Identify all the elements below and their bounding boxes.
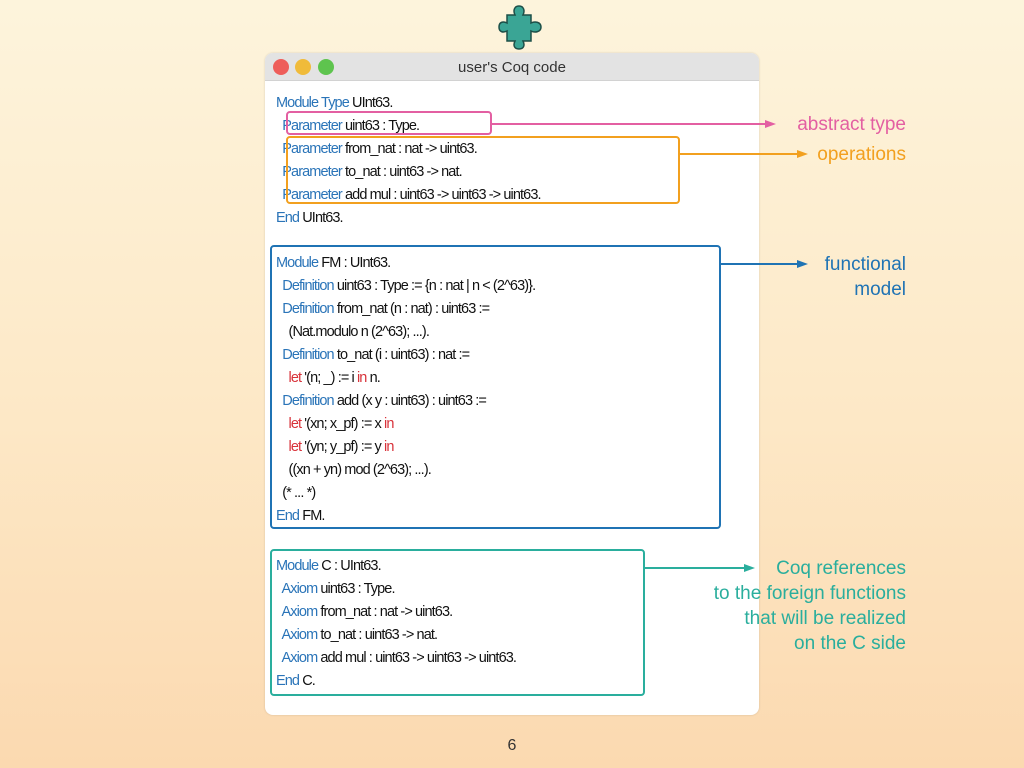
code-line: Definition add (x y : uint63) : uint63 :…	[276, 390, 535, 413]
code-text: n.	[366, 370, 381, 386]
code-keyword: Parameter	[282, 164, 342, 180]
window-close-icon[interactable]	[273, 59, 289, 75]
code-line: (* ... *)	[276, 482, 535, 505]
code-line: End C.	[276, 670, 516, 693]
code-text: (Nat.modulo n (2^63); ...).	[276, 324, 430, 340]
abstract-type-highlight	[286, 111, 492, 135]
code-keyword: in	[384, 439, 394, 455]
functional-model-label: functional model	[824, 254, 906, 300]
code-keyword: Axiom	[281, 604, 318, 620]
code-keyword: Type	[321, 95, 350, 111]
code-text: uint63 : Type := {n : nat | n < (2^63)}.	[333, 278, 536, 294]
code-text: add mul : uint63 -> uint63 -> uint63.	[317, 650, 517, 666]
code-window: user's Coq code	[265, 53, 759, 715]
module-type-uint63-code: Module Type UInt63. Parameter uint63 : T…	[276, 92, 542, 230]
code-text: to_nat (i : uint63) : nat :=	[333, 347, 470, 363]
code-text: (* ... *)	[276, 485, 316, 501]
window-minimize-icon[interactable]	[295, 59, 311, 75]
page-number: 6	[507, 737, 517, 754]
code-keyword: let	[288, 439, 302, 455]
operations-highlight	[286, 136, 680, 204]
code-line: Axiom add mul : uint63 -> uint63 -> uint…	[276, 647, 516, 670]
code-text: C.	[299, 673, 316, 689]
code-line: ((xn + yn) mod (2^63); ...).	[276, 459, 535, 482]
code-keyword: Axiom	[281, 627, 318, 643]
code-text: '(xn; x_pf) := x	[301, 416, 385, 432]
code-line: (Nat.modulo n (2^63); ...).	[276, 321, 535, 344]
code-line: let '(n; _) := i in n.	[276, 367, 535, 390]
coq-references-label: Coq references to the foreign functions …	[713, 558, 906, 654]
code-text: to_nat : uint63 -> nat.	[341, 164, 463, 180]
code-text: '(n; _) := i	[301, 370, 357, 386]
code-keyword: in	[356, 370, 367, 386]
code-line: Module C : UInt63.	[276, 555, 516, 578]
code-text: UInt63.	[299, 210, 343, 226]
code-line: Module FM : UInt63.	[276, 252, 535, 275]
code-text: uint63 : Type.	[341, 118, 420, 134]
code-line: Parameter to_nat : uint63 -> nat.	[276, 161, 541, 184]
code-line: Parameter from_nat : nat -> uint63.	[276, 138, 541, 161]
code-line: End FM.	[276, 505, 535, 528]
code-keyword: Definition	[282, 301, 334, 317]
functional-model-highlight	[270, 245, 721, 529]
window-title: user's Coq code	[458, 59, 566, 76]
code-text: ((xn + yn) mod (2^63); ...).	[276, 462, 432, 478]
code-text: '(yn; y_pf) := y	[301, 439, 385, 455]
abstract-type-arrowhead	[765, 120, 776, 128]
code-keyword: Module	[276, 255, 319, 271]
module-fm-code: Module FM : UInt63. Definition uint63 : …	[276, 252, 536, 528]
code-line: Axiom to_nat : uint63 -> nat.	[276, 624, 516, 647]
code-keyword: Axiom	[281, 581, 318, 597]
code-text: FM.	[299, 508, 325, 524]
code-keyword: let	[288, 370, 302, 386]
code-text: from_nat : nat -> uint63.	[317, 604, 453, 620]
code-line: let '(xn; x_pf) := x in	[276, 413, 535, 436]
code-text: from_nat : nat -> uint63.	[341, 141, 478, 157]
code-line: End UInt63.	[276, 207, 541, 230]
module-c-code: Module C : UInt63. Axiom uint63 : Type. …	[276, 555, 517, 693]
code-keyword: Parameter	[282, 141, 342, 157]
code-keyword: Definition	[282, 393, 334, 409]
code-text: uint63 : Type.	[317, 581, 395, 597]
code-keyword: let	[288, 416, 302, 432]
code-keyword: Definition	[282, 278, 334, 294]
code-keyword: in	[384, 416, 394, 432]
code-line: Parameter uint63 : Type.	[276, 115, 541, 138]
code-line: Definition uint63 : Type := {n : nat | n…	[276, 275, 536, 298]
code-text: add mul : uint63 -> uint63 -> uint63.	[341, 187, 542, 203]
puzzle-piece-icon	[498, 5, 542, 50]
code-keyword: Module	[276, 558, 319, 574]
code-line: let '(yn; y_pf) := y in	[276, 436, 535, 459]
code-text: to_nat : uint63 -> nat.	[317, 627, 438, 643]
window-titlebar: user's Coq code	[265, 53, 759, 81]
coq-references-highlight	[270, 549, 645, 696]
code-text: add (x y : uint63) : uint63 :=	[333, 393, 487, 409]
code-text: UInt63.	[348, 95, 393, 111]
window-zoom-icon[interactable]	[318, 59, 334, 75]
coq-references-arrowhead	[744, 564, 755, 572]
code-keyword: Definition	[282, 347, 334, 363]
code-line: Axiom uint63 : Type.	[276, 578, 516, 601]
code-keyword: End	[276, 508, 300, 524]
operations-label: operations	[817, 144, 906, 165]
code-keyword: End	[276, 210, 300, 226]
code-keyword: Axiom	[281, 650, 318, 666]
code-keyword: Module	[276, 95, 319, 111]
code-line: Module Type UInt63.	[276, 92, 541, 115]
functional-model-arrowhead	[797, 260, 808, 268]
code-text: from_nat (n : nat) : uint63 :=	[333, 301, 490, 317]
code-text: C : UInt63.	[318, 558, 381, 574]
code-keyword: Parameter	[282, 187, 342, 203]
code-line: Definition to_nat (i : uint63) : nat :=	[276, 344, 535, 367]
code-line: Axiom from_nat : nat -> uint63.	[276, 601, 516, 624]
operations-arrowhead	[797, 150, 808, 158]
code-line: Definition from_nat (n : nat) : uint63 :…	[276, 298, 535, 321]
code-text: FM : UInt63.	[318, 255, 391, 271]
code-keyword: End	[276, 673, 300, 689]
abstract-type-label: abstract type	[797, 114, 906, 135]
code-keyword: Parameter	[282, 118, 342, 134]
code-line: Parameter add mul : uint63 -> uint63 -> …	[276, 184, 541, 207]
